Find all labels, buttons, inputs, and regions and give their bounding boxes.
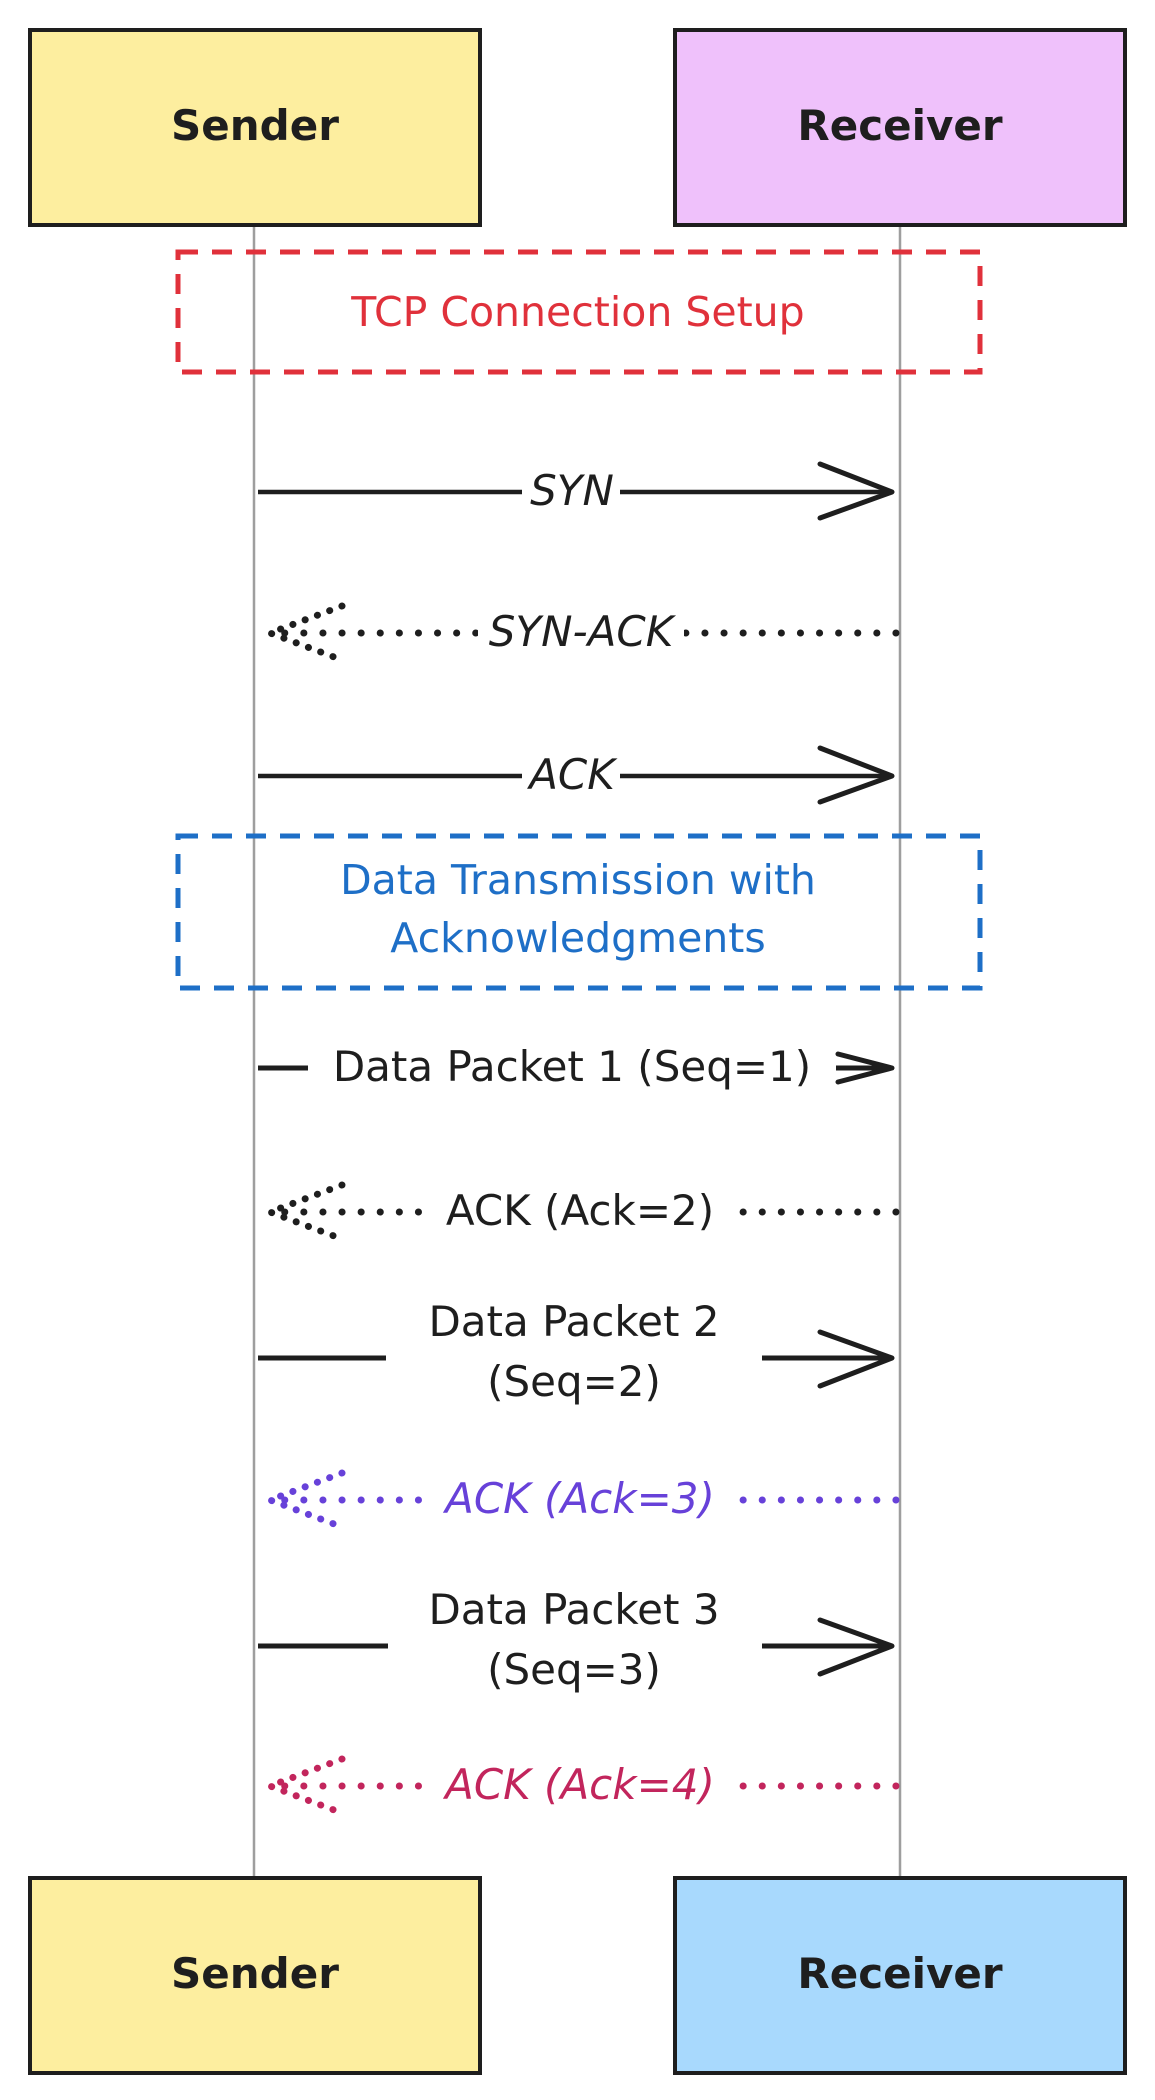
ack-2-arrowhead	[260, 1181, 346, 1243]
receiver-box-top	[673, 28, 1127, 227]
note-connection-setup: TCP Connection Setup	[175, 249, 983, 375]
note-transmission-line-1: Data Transmission with	[340, 856, 816, 904]
ack-4-arrowhead	[260, 1755, 346, 1817]
message-data-packet-3: Data Packet 3 (Seq=3)	[258, 1578, 895, 1696]
data-packet-1-label: Data Packet 1 (Seq=1)	[333, 1042, 811, 1091]
ack-4-label: ACK (Ack=4)	[442, 1760, 715, 1809]
message-data-packet-2: Data Packet 2 (Seq=2)	[258, 1290, 895, 1408]
sender-actor-bottom[interactable]: Sender	[28, 1876, 482, 2075]
ack-2-label: ACK (Ack=2)	[446, 1186, 714, 1235]
receiver-actor-bottom[interactable]: Receiver	[673, 1876, 1127, 2075]
note-setup-text: TCP Connection Setup	[350, 288, 804, 336]
message-ack: ACK	[258, 745, 895, 805]
data-packet-2-label-line-2: (Seq=2)	[487, 1357, 661, 1406]
message-syn: SYN	[258, 461, 895, 521]
sender-actor-top[interactable]: Sender	[28, 28, 482, 227]
message-ack-3: ACK (Ack=3)	[260, 1469, 900, 1531]
syn-ack-label: SYN-ACK	[489, 607, 677, 656]
message-ack-2: ACK (Ack=2)	[260, 1181, 900, 1243]
receiver-box-bottom	[673, 1876, 1127, 2075]
sender-box-bottom	[28, 1876, 482, 2075]
data-packet-2-label-line-1: Data Packet 2	[428, 1297, 719, 1346]
message-syn-ack: SYN-ACK	[260, 602, 900, 664]
ack-arrowhead	[817, 745, 895, 805]
data-packet-3-arrowhead	[817, 1617, 895, 1677]
syn-label: SYN	[530, 466, 614, 515]
sender-box-top	[28, 28, 482, 227]
sender-label-top: Sender	[171, 101, 339, 150]
note-setup-border	[175, 249, 983, 375]
receiver-label-top: Receiver	[797, 101, 1002, 150]
message-ack-4: ACK (Ack=4)	[260, 1755, 900, 1817]
sender-label-bottom: Sender	[171, 1949, 339, 1998]
ack-3-arrowhead	[260, 1469, 346, 1531]
note-transmission-line-2: Acknowledgments	[390, 914, 765, 962]
data-packet-1-arrowhead	[835, 1051, 895, 1085]
syn-ack-arrowhead	[260, 602, 346, 664]
data-packet-3-label-line-2: (Seq=3)	[487, 1645, 661, 1694]
note-data-transmission: Data Transmission with Acknowledgments	[175, 833, 983, 991]
receiver-label-bottom: Receiver	[797, 1949, 1002, 1998]
ack-label: ACK	[526, 750, 618, 799]
data-packet-3-label-line-1: Data Packet 3	[428, 1585, 719, 1634]
syn-arrowhead	[817, 461, 895, 521]
ack-3-label: ACK (Ack=3)	[442, 1474, 715, 1523]
receiver-actor-top[interactable]: Receiver	[673, 28, 1127, 227]
data-packet-2-arrowhead	[817, 1329, 895, 1389]
message-data-packet-1: Data Packet 1 (Seq=1)	[258, 1040, 895, 1092]
